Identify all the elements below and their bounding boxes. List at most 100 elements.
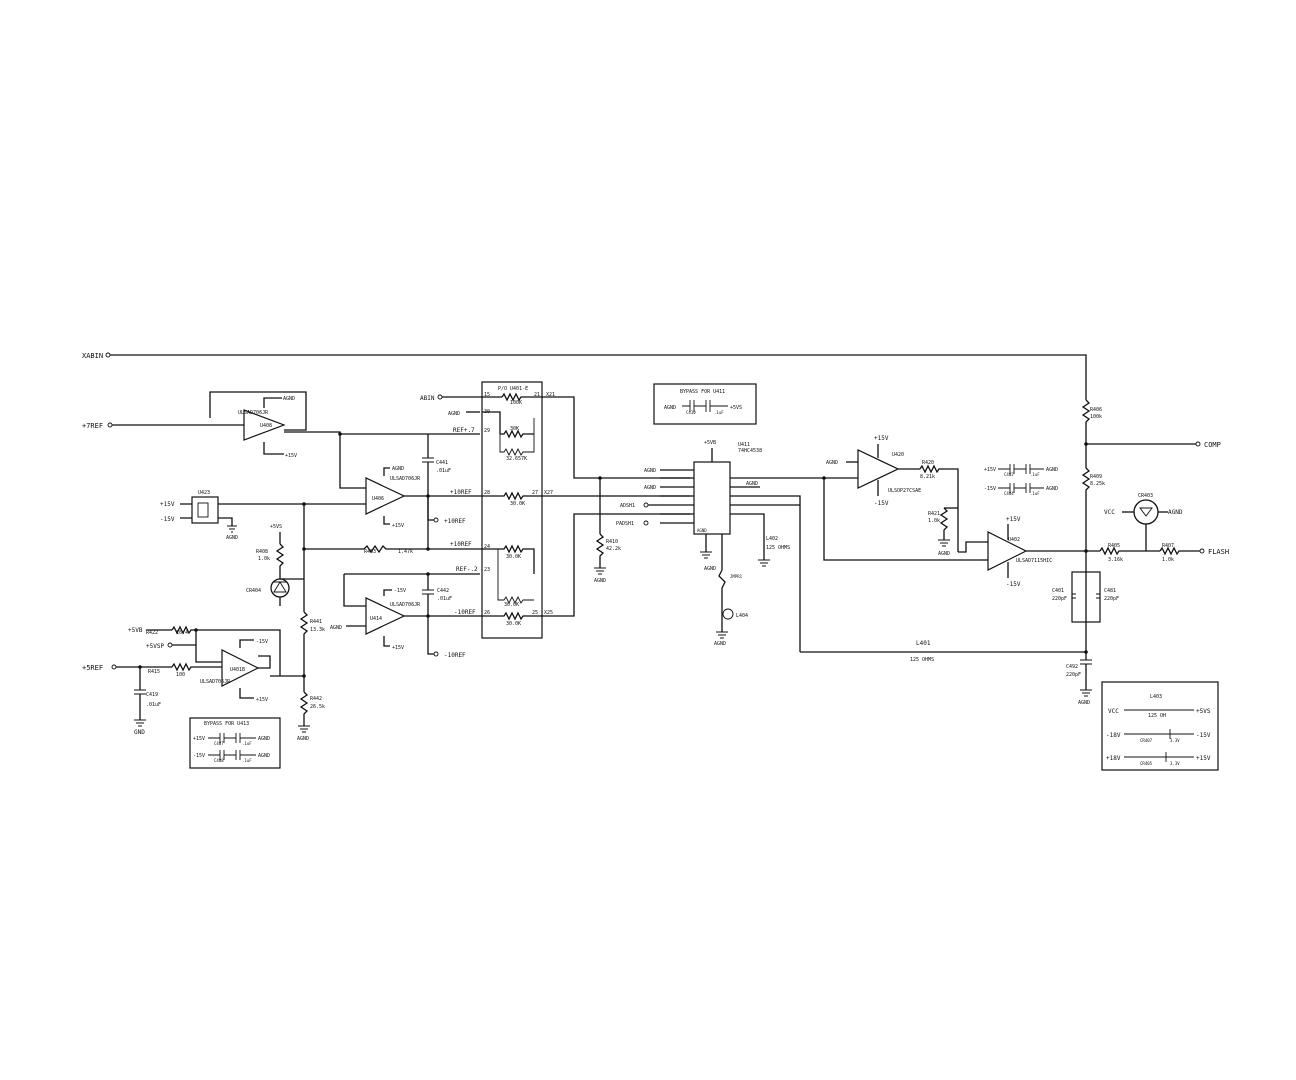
x25-label: X25	[544, 610, 553, 616]
u402-m15v: -15V	[1006, 581, 1021, 588]
r407-label: R407	[1162, 543, 1174, 549]
rn4-val: 30.0K	[510, 501, 525, 507]
rn5-val: 30.0K	[506, 554, 521, 560]
r403-label: R403	[364, 549, 376, 555]
bp-uf2: .1uF	[1030, 491, 1040, 496]
flash-label: FLASH	[1208, 548, 1229, 556]
flash-net: R405 3.16k R407 1.0k FLASH	[1099, 543, 1229, 563]
u408-opamp	[243, 409, 286, 441]
u420-section: AGND U420 ULSOP27CSAE +15V -15V R420 8.2…	[822, 435, 980, 561]
bypass-u413-cap1: .1uF	[242, 741, 252, 746]
cr403-agnd: AGND	[1168, 509, 1183, 516]
pin-27: 27	[532, 490, 538, 496]
u411-agnd4: AGND	[697, 528, 707, 533]
r406-label: R406	[1090, 407, 1102, 413]
r421-label: R421	[928, 511, 940, 517]
u402-p15v: +15V	[1006, 516, 1021, 523]
resistor-network: P/O U401-E ABIN 15 100K 21 X21 AGND 30 3…	[420, 381, 690, 639]
rn-box	[481, 381, 543, 639]
l402-value: 125 OHMS	[766, 545, 790, 551]
u411-agnd3: AGND	[746, 481, 758, 487]
bypass-u402: +15V C402 .1uF AGND -15V C404 .1uF AGND	[984, 464, 1058, 496]
r442-value: 26.5k	[310, 704, 325, 710]
u402-bp-m15v: -15V	[984, 486, 996, 492]
c481-label: C481	[1104, 588, 1116, 594]
rn1-val: 100K	[510, 400, 522, 406]
u406-type: ULSAD706JR	[390, 476, 421, 482]
u401b-label: U401B	[230, 667, 245, 673]
cr403-diode	[1133, 499, 1159, 525]
r415-value: 100	[176, 672, 185, 678]
cr407-value: 3.3V	[1170, 738, 1180, 743]
u423-agnd: AGND	[226, 535, 238, 541]
bypass-u411: BYPASS FOR U411 AGND C410 .1uF +5VS	[653, 383, 757, 425]
r407-value: 1.0k	[1162, 557, 1174, 563]
u406-p15v: +15V	[392, 523, 404, 529]
bypass-u411-cap: .1uF	[714, 410, 724, 415]
l403-p5v: +5VS	[1196, 708, 1211, 715]
bypass-u411-agnd: AGND	[664, 405, 676, 411]
p5vb-label: +5VB	[128, 627, 143, 634]
u402-comparator	[987, 531, 1028, 571]
r406-value: 100k	[1090, 414, 1102, 420]
pin-29: 29	[484, 428, 490, 434]
r422-label: R422	[146, 630, 158, 636]
c442-value: .01uF	[437, 596, 452, 602]
m10ref-port: -10REF	[444, 652, 466, 659]
comp-net: COMP R409 8.25k	[1081, 430, 1221, 620]
u414-label: U414	[370, 616, 382, 622]
u423-label: U423	[198, 490, 210, 496]
cr405-label: CR405	[1140, 761, 1153, 766]
u423-m15v: -15V	[160, 516, 175, 523]
u420-m15v: -15V	[874, 500, 889, 507]
u414-section: REF-.2 23 C442 .01uF U414 ULSAD706JR -15…	[330, 566, 490, 659]
pin-23: 23	[484, 567, 490, 573]
l401-value: 125 OHMS	[910, 657, 934, 663]
u420-opamp	[857, 449, 900, 489]
xabin-net: XABIN R406 100k	[82, 352, 1102, 430]
rn7-val: 30.0K	[506, 621, 521, 627]
pin-25: 25	[532, 610, 538, 616]
xabin-label: XABIN	[82, 352, 103, 360]
u402-section: U402 ULSAD7115HIC +15V -15V	[958, 516, 1100, 588]
u401b-type: ULSAD706JR	[200, 679, 231, 685]
l403-value: 125 OH	[1148, 713, 1166, 719]
r441-value: 13.3k	[310, 627, 325, 633]
u423-p15v: +15V	[160, 501, 175, 508]
l401-section: L401 125 OHMS	[800, 640, 1088, 663]
u411-agnd5: AGND	[704, 566, 716, 572]
bp-uf1: .1uF	[1030, 472, 1040, 477]
u408-p15v: +15V	[285, 453, 297, 459]
l402-label: L402	[766, 536, 778, 542]
u411-adsh1: ADSH1	[620, 503, 635, 509]
r405-label: R405	[1108, 543, 1120, 549]
p5vsp-label: +5VSP	[146, 643, 164, 650]
r422-value: 16.4	[176, 630, 188, 636]
cr407-m15v: -15V	[1196, 732, 1211, 739]
bypass-c407: C407	[214, 741, 224, 746]
r410-label: R410	[606, 539, 618, 545]
cr407-m18v: -18V	[1106, 732, 1121, 739]
divider-section: R441 13.3k R442 26.5k AGND	[297, 504, 325, 742]
r410-value: 42.2k	[606, 546, 621, 552]
u420-label: U420	[892, 452, 904, 458]
r442-agnd: AGND	[297, 736, 309, 742]
u411-padsh1: PADSH1	[616, 521, 634, 527]
u406-agnd: AGND	[392, 466, 404, 472]
r409-value: 8.25k	[1090, 481, 1105, 487]
r409-label: R409	[1090, 474, 1102, 480]
jmpr-label: JMPR1	[730, 574, 743, 579]
rn-label: P/O U401-E	[498, 386, 528, 392]
cr403-label: CR403	[1138, 493, 1153, 499]
bypass-u413-cap2: .1uF	[242, 758, 252, 763]
pin-15: 15	[484, 392, 490, 398]
u423-chip	[191, 496, 219, 524]
m10ref-label: -10REF	[454, 609, 476, 616]
cr403-vcc: VCC	[1104, 509, 1115, 516]
c492-label: C492	[1066, 664, 1078, 670]
u402-type: ULSAD7115HIC	[1016, 558, 1052, 564]
cr403-section: VCC CR403 AGND	[1104, 493, 1183, 551]
cr405-p18v: +18V	[1106, 755, 1121, 762]
u411-label: U411	[738, 442, 750, 448]
u414-m15v: -15V	[394, 588, 406, 594]
